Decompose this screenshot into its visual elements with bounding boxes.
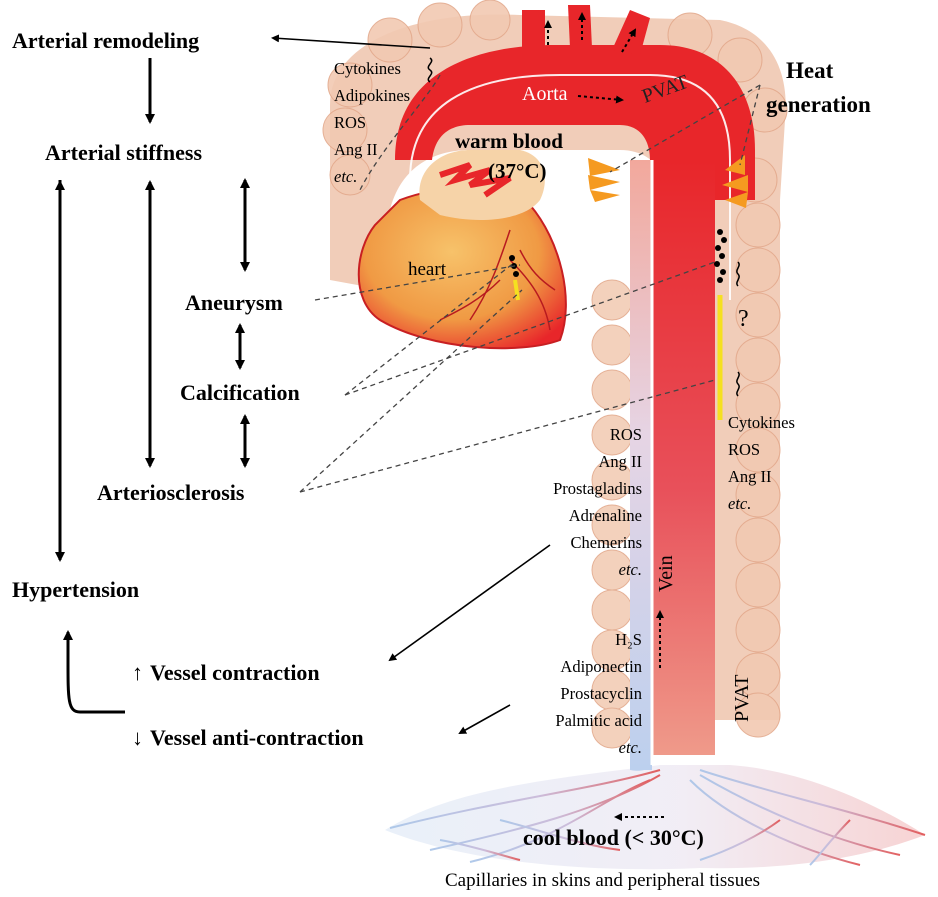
- factor-top-0: Cytokines: [334, 59, 401, 78]
- vein-label: Vein: [655, 555, 677, 592]
- calcification-label: Calcification: [180, 380, 300, 405]
- factor-anti-3: Palmitic acid: [555, 711, 642, 730]
- factor-right-2: Ang II: [728, 467, 772, 486]
- factor-top-4: etc.: [334, 167, 357, 186]
- capillaries-label: Capillaries in skins and peripheral tiss…: [445, 870, 760, 891]
- heat-generation-line-2: generation: [766, 92, 871, 117]
- question-mark: ?: [738, 306, 749, 332]
- factor-anti-2: Prostacyclin: [560, 684, 642, 703]
- vessel-anti-contraction-label: Vessel anti-contraction: [150, 725, 364, 750]
- pvat-bottom-label: PVAT: [731, 675, 753, 722]
- vessel-contraction-label: Vessel contraction: [150, 660, 320, 685]
- heat-generation-line-1: Heat: [786, 58, 834, 83]
- factor-contraction-0: ROS: [610, 425, 642, 444]
- cool-blood-label: cool blood (< 30°C): [523, 825, 704, 850]
- factor-right-3: etc.: [728, 494, 751, 513]
- arteriosclerosis-label: Arteriosclerosis: [97, 480, 245, 505]
- factor-anti-4: etc.: [619, 738, 642, 757]
- vessel-contraction-up-arrow: ↑: [132, 660, 143, 685]
- hypertension-label: Hypertension: [12, 577, 139, 602]
- factor-right-1: ROS: [728, 440, 760, 459]
- factor-right-0: Cytokines: [728, 413, 795, 432]
- aneurysm-label: Aneurysm: [185, 290, 283, 315]
- aorta-label: Aorta: [522, 83, 568, 105]
- factor-anti-0: H₂S: [615, 630, 642, 649]
- factor-anti-1: Adiponectin: [560, 657, 642, 676]
- warm-blood-line-1: warm blood: [455, 129, 563, 153]
- arterial-remodeling-label: Arterial remodeling: [12, 28, 199, 53]
- factor-contraction-4: Chemerins: [571, 533, 643, 552]
- factor-top-1: Adipokines: [334, 86, 410, 105]
- factor-top-3: Ang II: [334, 140, 378, 159]
- warm-blood-line-2: (37°C): [488, 159, 547, 183]
- factor-contraction-5: etc.: [619, 560, 642, 579]
- factor-contraction-3: Adrenaline: [569, 506, 642, 525]
- heart-label: heart: [408, 259, 447, 280]
- factor-contraction-2: Prostagladins: [553, 479, 642, 498]
- heat-flame-left: [588, 158, 620, 202]
- left-flow-labels: Arterial remodeling Arterial stiffness A…: [12, 28, 364, 750]
- factor-top-2: ROS: [334, 113, 366, 132]
- vessel-anti-contraction-down-arrow: ↓: [132, 725, 143, 750]
- arterial-stiffness-label: Arterial stiffness: [45, 140, 202, 165]
- factor-contraction-1: Ang II: [598, 452, 642, 471]
